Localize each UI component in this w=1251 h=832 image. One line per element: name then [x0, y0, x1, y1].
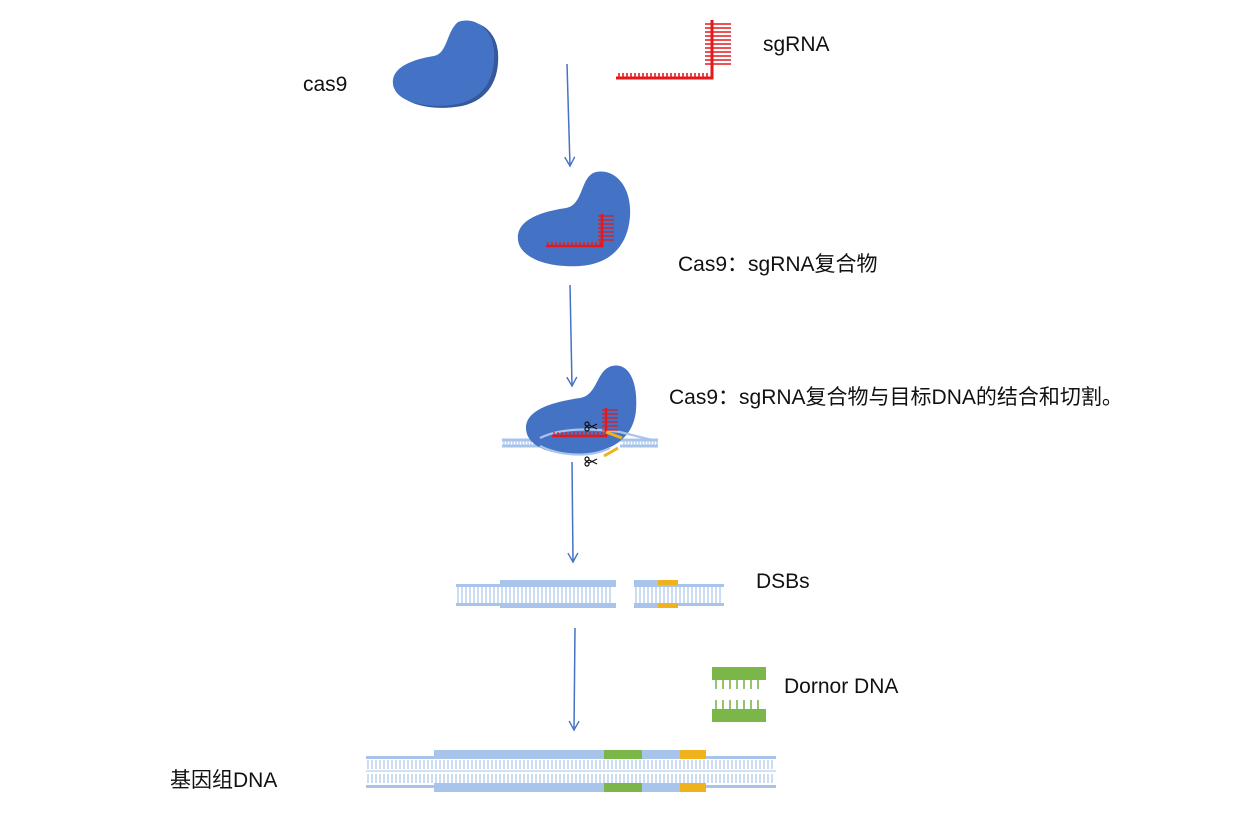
complex-label: Cas9：sgRNA复合物: [678, 253, 878, 276]
sgrna-label: sgRNA: [763, 33, 830, 56]
arrow-step-4: [568, 627, 580, 732]
genomic-dna-label: 基因组DNA: [170, 769, 277, 792]
cas9-sgrna-complex-icon: [517, 171, 631, 267]
dsbs-dna-icon: [456, 580, 724, 608]
dsbs-label: DSBs: [756, 570, 810, 593]
sgrna-icon: [616, 20, 731, 80]
binding-cleavage-icon: [502, 365, 658, 467]
cas9-label: cas9: [303, 73, 347, 96]
genomic-dna-icon: [366, 750, 776, 792]
binding-label: Cas9：sgRNA复合物与目标DNA的结合和切割。: [669, 386, 1123, 409]
cas9-protein-icon: [392, 20, 499, 108]
donor-dna-label: Dornor DNA: [784, 675, 898, 698]
arrow-step-1: [564, 63, 576, 168]
scissors-icon: [584, 421, 598, 467]
arrow-step-2: [566, 284, 578, 388]
arrow-step-3: [567, 461, 579, 564]
donor-dna-icon: [712, 667, 766, 722]
